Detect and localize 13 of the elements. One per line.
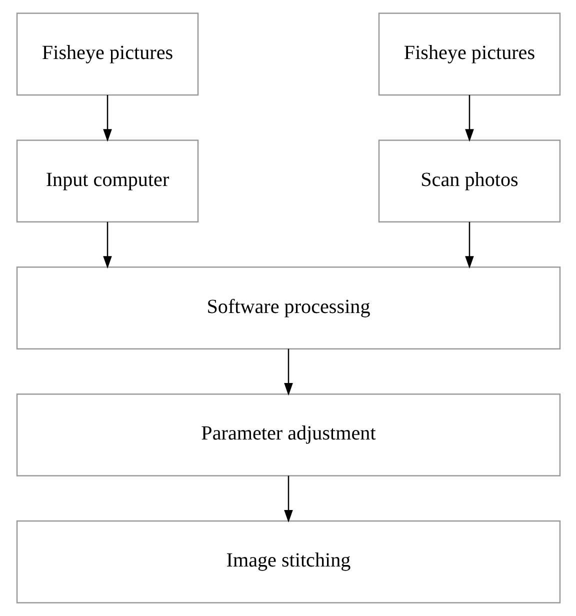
arrow <box>464 94 474 142</box>
node-box: Fisheye pictures <box>16 12 198 96</box>
node-box: Software processing <box>16 266 560 350</box>
arrow <box>102 94 112 142</box>
arrow <box>464 222 474 269</box>
node-box: Fisheye pictures <box>378 12 560 96</box>
node-box: Parameter adjustment <box>16 393 560 476</box>
node-box: Image stitching <box>16 520 560 604</box>
arrow <box>284 476 292 523</box>
arrow <box>284 348 292 396</box>
arrow <box>102 222 112 269</box>
node-box: Input computer <box>16 140 198 223</box>
node-box: Scan photos <box>378 140 560 223</box>
